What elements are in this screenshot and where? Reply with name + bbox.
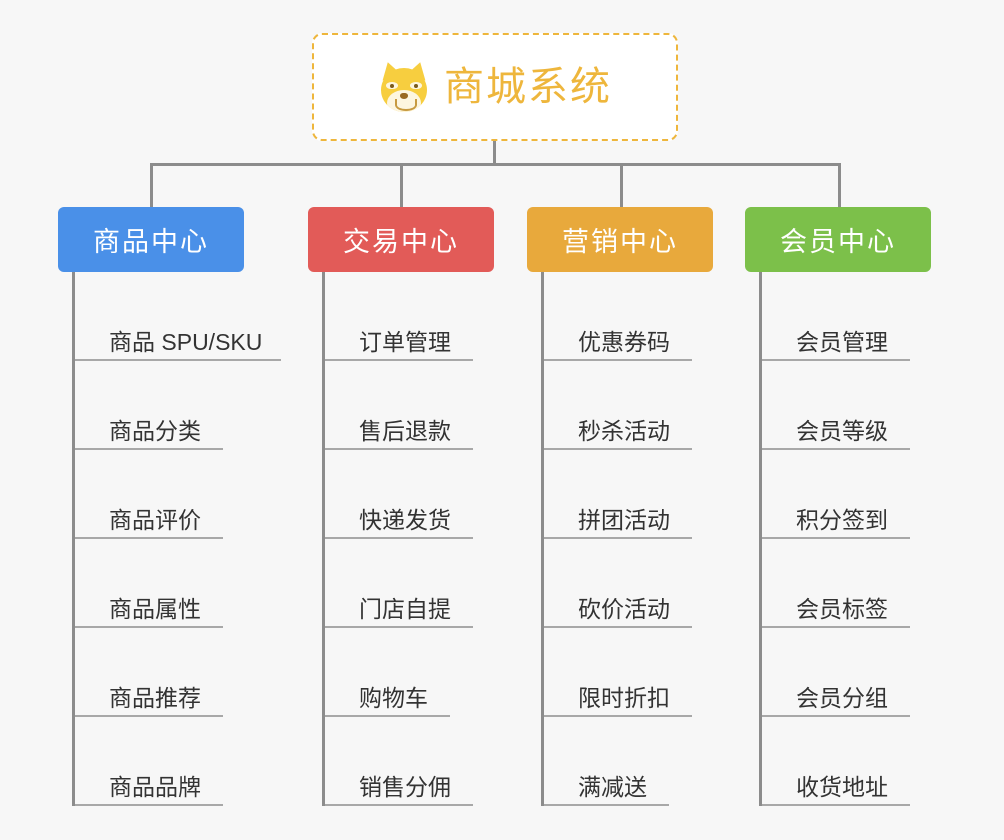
leaf-label: 会员等级	[796, 418, 888, 444]
category-title: 会员中心	[780, 227, 896, 257]
leaf-label: 优惠券码	[578, 329, 670, 355]
leaf-label: 拼团活动	[578, 507, 670, 533]
leaf-label: 门店自提	[359, 596, 451, 622]
leaf-item[interactable]: 快递发货	[325, 450, 494, 539]
leaf-item[interactable]: 商品品牌	[75, 717, 276, 806]
connector-drop-3	[620, 163, 623, 208]
leaf-item[interactable]: 订单管理	[325, 272, 494, 361]
leaf-label: 满减送	[578, 774, 647, 800]
leaf-label: 积分签到	[796, 507, 888, 533]
leaf-item[interactable]: 销售分佣	[325, 717, 494, 806]
leaf-label: 商品属性	[109, 596, 201, 622]
shiba-inu-dog-icon	[378, 59, 430, 113]
leaf-item[interactable]: 限时折扣	[544, 628, 713, 717]
leaf-label: 商品品牌	[109, 774, 201, 800]
leaf-list-marketing-center: 优惠券码 秒杀活动 拼团活动 砍价活动 限时折扣 满减送	[541, 272, 713, 806]
leaf-item[interactable]: 收货地址	[762, 717, 931, 806]
leaf-item[interactable]: 会员管理	[762, 272, 931, 361]
leaf-label: 收货地址	[796, 774, 888, 800]
category-title: 营销中心	[562, 227, 678, 257]
leaf-item[interactable]: 门店自提	[325, 539, 494, 628]
leaf-label: 快递发货	[359, 507, 451, 533]
leaf-item[interactable]: 购物车	[325, 628, 494, 717]
leaf-item[interactable]: 商品评价	[75, 450, 276, 539]
column-marketing-center: 营销中心 优惠券码 秒杀活动 拼团活动 砍价活动 限时折扣 满减送	[527, 207, 713, 806]
leaf-label: 销售分佣	[359, 774, 451, 800]
leaf-label: 会员标签	[796, 596, 888, 622]
category-header-marketing-center[interactable]: 营销中心	[527, 207, 713, 272]
connector-drop-2	[400, 163, 403, 208]
leaf-item[interactable]: 拼团活动	[544, 450, 713, 539]
leaf-item[interactable]: 商品 SPU/SKU	[75, 272, 281, 361]
connector-horizontal-bus	[150, 163, 841, 166]
connector-drop-4	[838, 163, 841, 208]
leaf-label: 会员分组	[796, 685, 888, 711]
leaf-label: 商品分类	[109, 418, 201, 444]
leaf-label: 购物车	[359, 685, 428, 711]
leaf-label: 售后退款	[359, 418, 451, 444]
leaf-item[interactable]: 优惠券码	[544, 272, 713, 361]
category-header-trade-center[interactable]: 交易中心	[308, 207, 494, 272]
leaf-item[interactable]: 会员分组	[762, 628, 931, 717]
leaf-list-member-center: 会员管理 会员等级 积分签到 会员标签 会员分组 收货地址	[759, 272, 931, 806]
leaf-label: 订单管理	[359, 329, 451, 355]
leaf-item[interactable]: 满减送	[544, 717, 713, 806]
column-trade-center: 交易中心 订单管理 售后退款 快递发货 门店自提 购物车 销售分佣	[308, 207, 494, 806]
category-header-member-center[interactable]: 会员中心	[745, 207, 931, 272]
leaf-label: 砍价活动	[578, 596, 670, 622]
leaf-item[interactable]: 售后退款	[325, 361, 494, 450]
connector-root-stem	[493, 141, 496, 166]
category-title: 交易中心	[343, 227, 459, 257]
leaf-item[interactable]: 商品分类	[75, 361, 276, 450]
category-title: 商品中心	[93, 227, 209, 257]
leaf-label: 商品 SPU/SKU	[109, 329, 263, 355]
leaf-label: 限时折扣	[578, 685, 670, 711]
leaf-item[interactable]: 秒杀活动	[544, 361, 713, 450]
leaf-item[interactable]: 积分签到	[762, 450, 931, 539]
column-product-center: 商品中心 商品 SPU/SKU 商品分类 商品评价 商品属性 商品推荐 商品品牌	[58, 207, 281, 806]
leaf-item[interactable]: 会员等级	[762, 361, 931, 450]
leaf-label: 商品推荐	[109, 685, 201, 711]
leaf-list-trade-center: 订单管理 售后退款 快递发货 门店自提 购物车 销售分佣	[322, 272, 494, 806]
root-title: 商城系统	[444, 65, 612, 109]
connector-drop-1	[150, 163, 153, 208]
root-node[interactable]: 商城系统	[312, 33, 678, 141]
column-member-center: 会员中心 会员管理 会员等级 积分签到 会员标签 会员分组 收货地址	[745, 207, 931, 806]
leaf-label: 秒杀活动	[578, 418, 670, 444]
category-header-product-center[interactable]: 商品中心	[58, 207, 244, 272]
leaf-label: 商品评价	[109, 507, 201, 533]
leaf-item[interactable]: 商品推荐	[75, 628, 276, 717]
leaf-item[interactable]: 砍价活动	[544, 539, 713, 628]
leaf-list-product-center: 商品 SPU/SKU 商品分类 商品评价 商品属性 商品推荐 商品品牌	[72, 272, 281, 806]
leaf-label: 会员管理	[796, 329, 888, 355]
leaf-item[interactable]: 会员标签	[762, 539, 931, 628]
leaf-item[interactable]: 商品属性	[75, 539, 276, 628]
